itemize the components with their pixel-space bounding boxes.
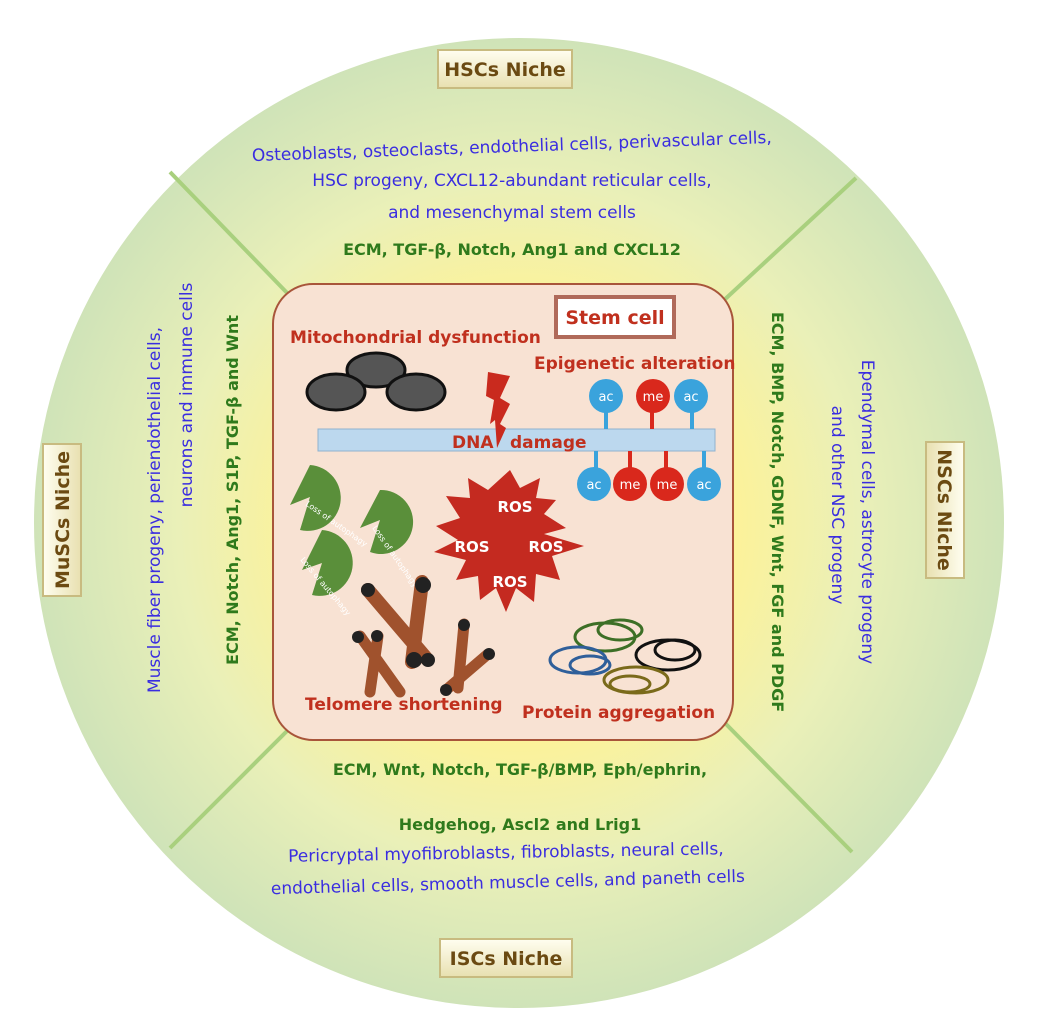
musc-cells-2: neurons and immune cells xyxy=(177,282,197,507)
isc-signals-2: Hedgehog, Ascl2 and Lrig1 xyxy=(399,815,641,834)
lightning-icon xyxy=(486,372,510,448)
svg-text:NSCs Niche: NSCs Niche xyxy=(933,449,955,571)
dna-strand xyxy=(317,428,716,452)
telomere-label: Telomere shortening xyxy=(305,695,503,715)
svg-text:ac: ac xyxy=(696,478,711,493)
musc-signals: ECM, Notch, Ang1, S1P, TGF-β and Wnt xyxy=(223,315,242,665)
ros-icons: ROS ROS ROS ROS xyxy=(434,470,584,612)
hsc-cells-2: HSC progeny, CXCL12-abundant reticular c… xyxy=(312,171,711,191)
svg-text:HSCs Niche: HSCs Niche xyxy=(444,59,566,81)
svg-text:ROS: ROS xyxy=(492,573,527,591)
svg-text:ac: ac xyxy=(598,390,613,405)
damage-label: damage xyxy=(510,433,587,453)
nsc-signals: ECM, BMP, Notch, GDNF, Wnt, FGF and PDGF xyxy=(768,312,787,712)
svg-text:ROS: ROS xyxy=(528,538,563,556)
svg-text:Stem cell: Stem cell xyxy=(565,307,664,329)
hsc-niche-label: HSCs Niche xyxy=(437,49,573,89)
nsc-niche-label: NSCs Niche xyxy=(925,441,965,579)
hsc-signals: ECM, TGF-β, Notch, Ang1 and CXCL12 xyxy=(343,240,681,259)
svg-text:ROS: ROS xyxy=(497,498,532,516)
musc-niche-label: MuSCs Niche xyxy=(42,443,82,597)
svg-text:ac: ac xyxy=(586,478,601,493)
svg-text:ROS: ROS xyxy=(454,538,489,556)
stem-cell-title: Stem cell xyxy=(554,295,676,339)
dna-label: DNA xyxy=(452,433,494,453)
svg-text:ac: ac xyxy=(683,390,698,405)
histone-marks: ac me ac ac me me ac xyxy=(577,379,721,501)
nsc-cells-2: and other NSC progeny xyxy=(827,406,847,605)
svg-text:me: me xyxy=(620,478,641,493)
protein-aggregate-icon xyxy=(548,618,702,695)
musc-cells-1: Muscle fiber progeny, periendothelial ce… xyxy=(145,327,165,693)
isc-signals-1: ECM, Wnt, Notch, TGF-β/BMP, Eph/ephrin, xyxy=(333,760,707,779)
nsc-cells-1: Ependymal cells, astrocyte progeny xyxy=(857,360,877,664)
svg-text:me: me xyxy=(643,390,664,405)
svg-text:MuSCs Niche: MuSCs Niche xyxy=(52,451,74,589)
isc-niche-label: ISCs Niche xyxy=(439,938,573,978)
protein-label: Protein aggregation xyxy=(522,703,715,723)
sector-dividers xyxy=(168,170,858,854)
svg-text:me: me xyxy=(657,478,678,493)
epi-label: Epigenetic alteration xyxy=(534,354,735,374)
svg-text:ISCs Niche: ISCs Niche xyxy=(450,948,563,970)
chromosome-icons xyxy=(352,575,495,698)
hsc-cells-3: and mesenchymal stem cells xyxy=(388,203,636,223)
mito-label: Mitochondrial dysfunction xyxy=(290,328,541,348)
mitochondria-icons xyxy=(305,351,447,412)
